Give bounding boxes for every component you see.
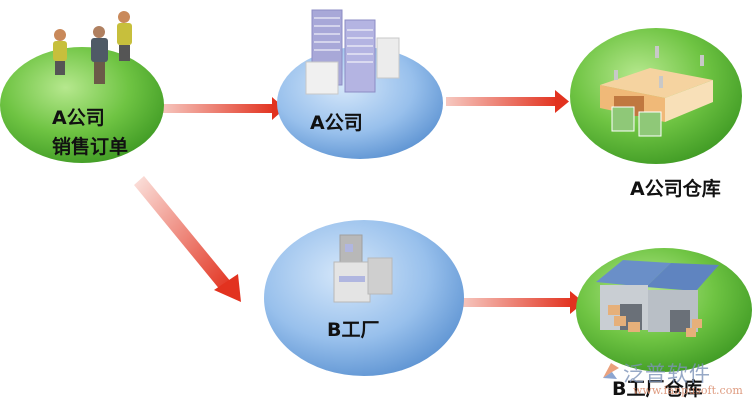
- arrow-factory-b-to-warehouse-b: [461, 291, 584, 314]
- storage-shed-icon: [596, 260, 719, 337]
- node-sales-order[interactable]: [0, 11, 164, 163]
- people-meeting-icon: [53, 11, 132, 84]
- warehouse-a-label: A公司仓库: [630, 178, 721, 200]
- sales-order-label-line2: 销售订单: [52, 136, 129, 158]
- arrow-company-a-to-warehouse-a: [446, 90, 569, 113]
- arrow-sales-to-company-a: [160, 97, 285, 120]
- watermark-brand: 泛普软件: [623, 362, 711, 386]
- arrow-sales-to-factory-b: [134, 176, 241, 302]
- watermark-url: www.fanpusoft.com: [633, 384, 743, 397]
- factory-building-icon: [333, 234, 393, 303]
- node-warehouse-a[interactable]: [570, 28, 742, 164]
- office-buildings-icon: [305, 9, 400, 95]
- node-warehouse-b[interactable]: [576, 248, 752, 372]
- brand-logo-icon: [603, 363, 619, 379]
- sales-order-label-line1: A公司: [52, 107, 105, 129]
- company-a-label: A公司: [310, 112, 363, 134]
- node-factory-b[interactable]: [264, 220, 464, 376]
- warehouse-b-label: B工厂仓库: [612, 378, 703, 400]
- node-company-a[interactable]: [277, 9, 443, 159]
- factory-b-label: B工厂: [327, 319, 380, 341]
- warehouse-icon: [600, 46, 713, 137]
